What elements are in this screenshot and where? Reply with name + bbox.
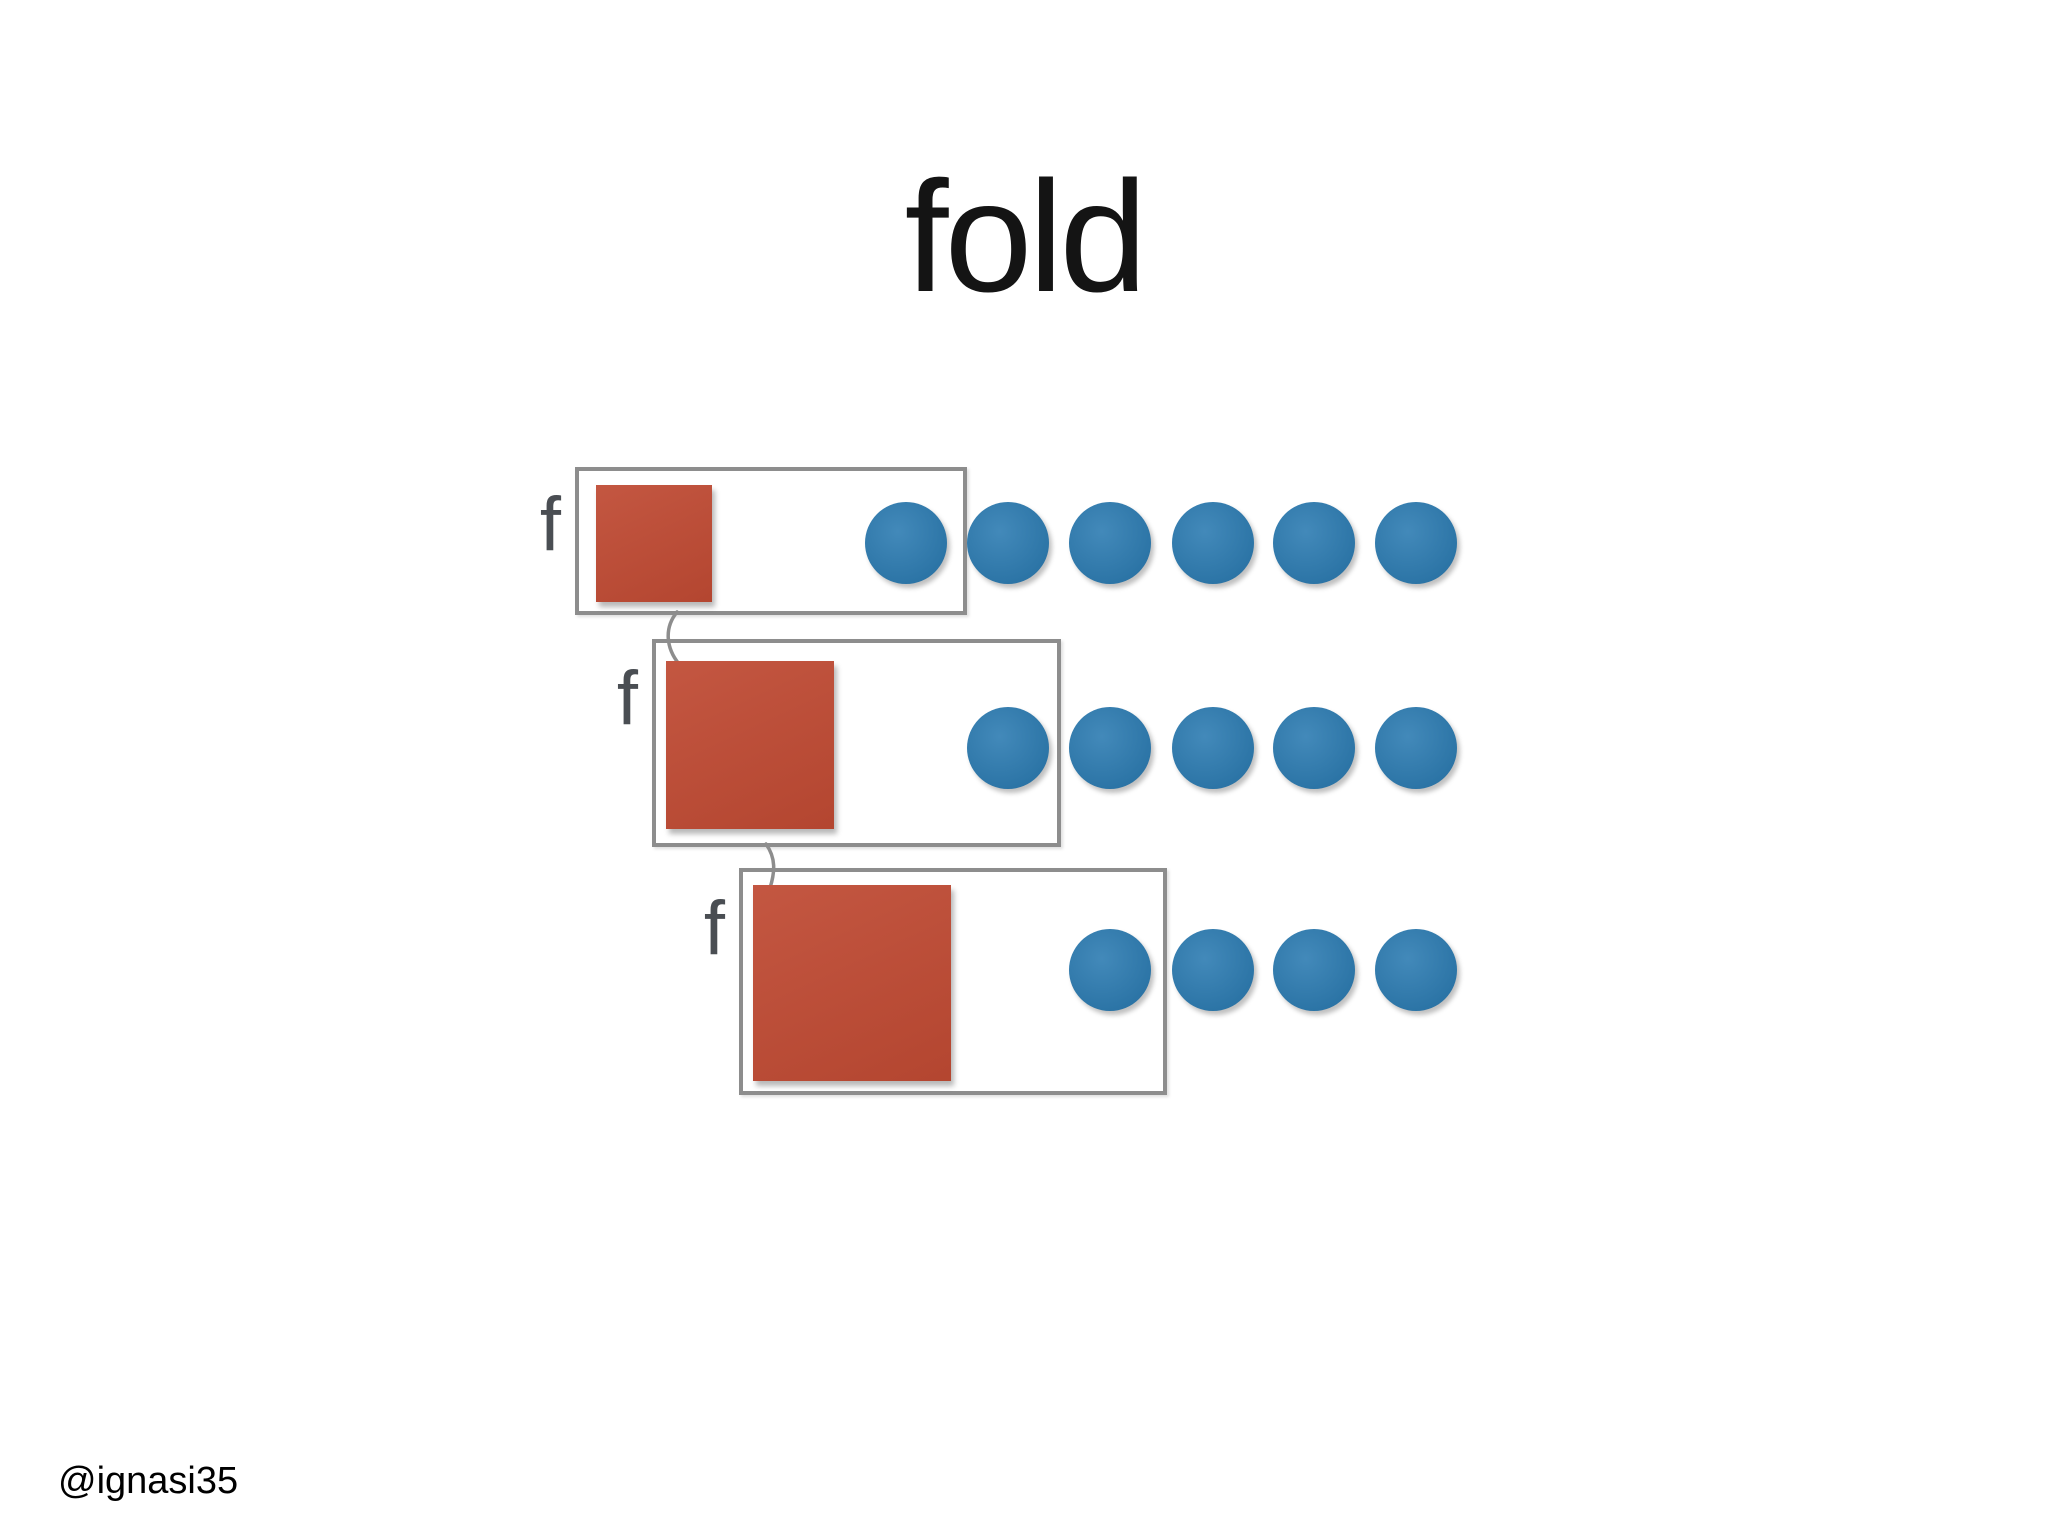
step-2-function-label: f (616, 656, 638, 741)
step-1-list-element-circle-6 (1375, 502, 1457, 584)
step-1-list-element-circle-1 (865, 502, 947, 584)
step-3-list-element-circle-2 (1172, 929, 1254, 1011)
step-2-list-element-circle-2 (1069, 707, 1151, 789)
step-1-accumulator-square (596, 485, 712, 602)
step-3-accumulator-square (753, 885, 951, 1081)
step-1-list-element-circle-5 (1273, 502, 1355, 584)
step-3-list-element-circle-3 (1273, 929, 1355, 1011)
step-2-list-element-circle-4 (1273, 707, 1355, 789)
step-2-list-element-circle-3 (1172, 707, 1254, 789)
step-1-list-element-circle-2 (967, 502, 1049, 584)
attribution-text: @ignasi35 (58, 1460, 239, 1502)
step-3-function-label: f (703, 886, 725, 971)
step-2-list-element-circle-1 (967, 707, 1049, 789)
slide-title: fold (904, 149, 1148, 325)
step-2-accumulator-square (666, 661, 834, 829)
step-3-list-element-circle-4 (1375, 929, 1457, 1011)
step-3-list-element-circle-1 (1069, 929, 1151, 1011)
step-1-list-element-circle-4 (1172, 502, 1254, 584)
step-1-list-element-circle-3 (1069, 502, 1151, 584)
step-2-list-element-circle-5 (1375, 707, 1457, 789)
step-1-function-label: f (539, 482, 561, 567)
